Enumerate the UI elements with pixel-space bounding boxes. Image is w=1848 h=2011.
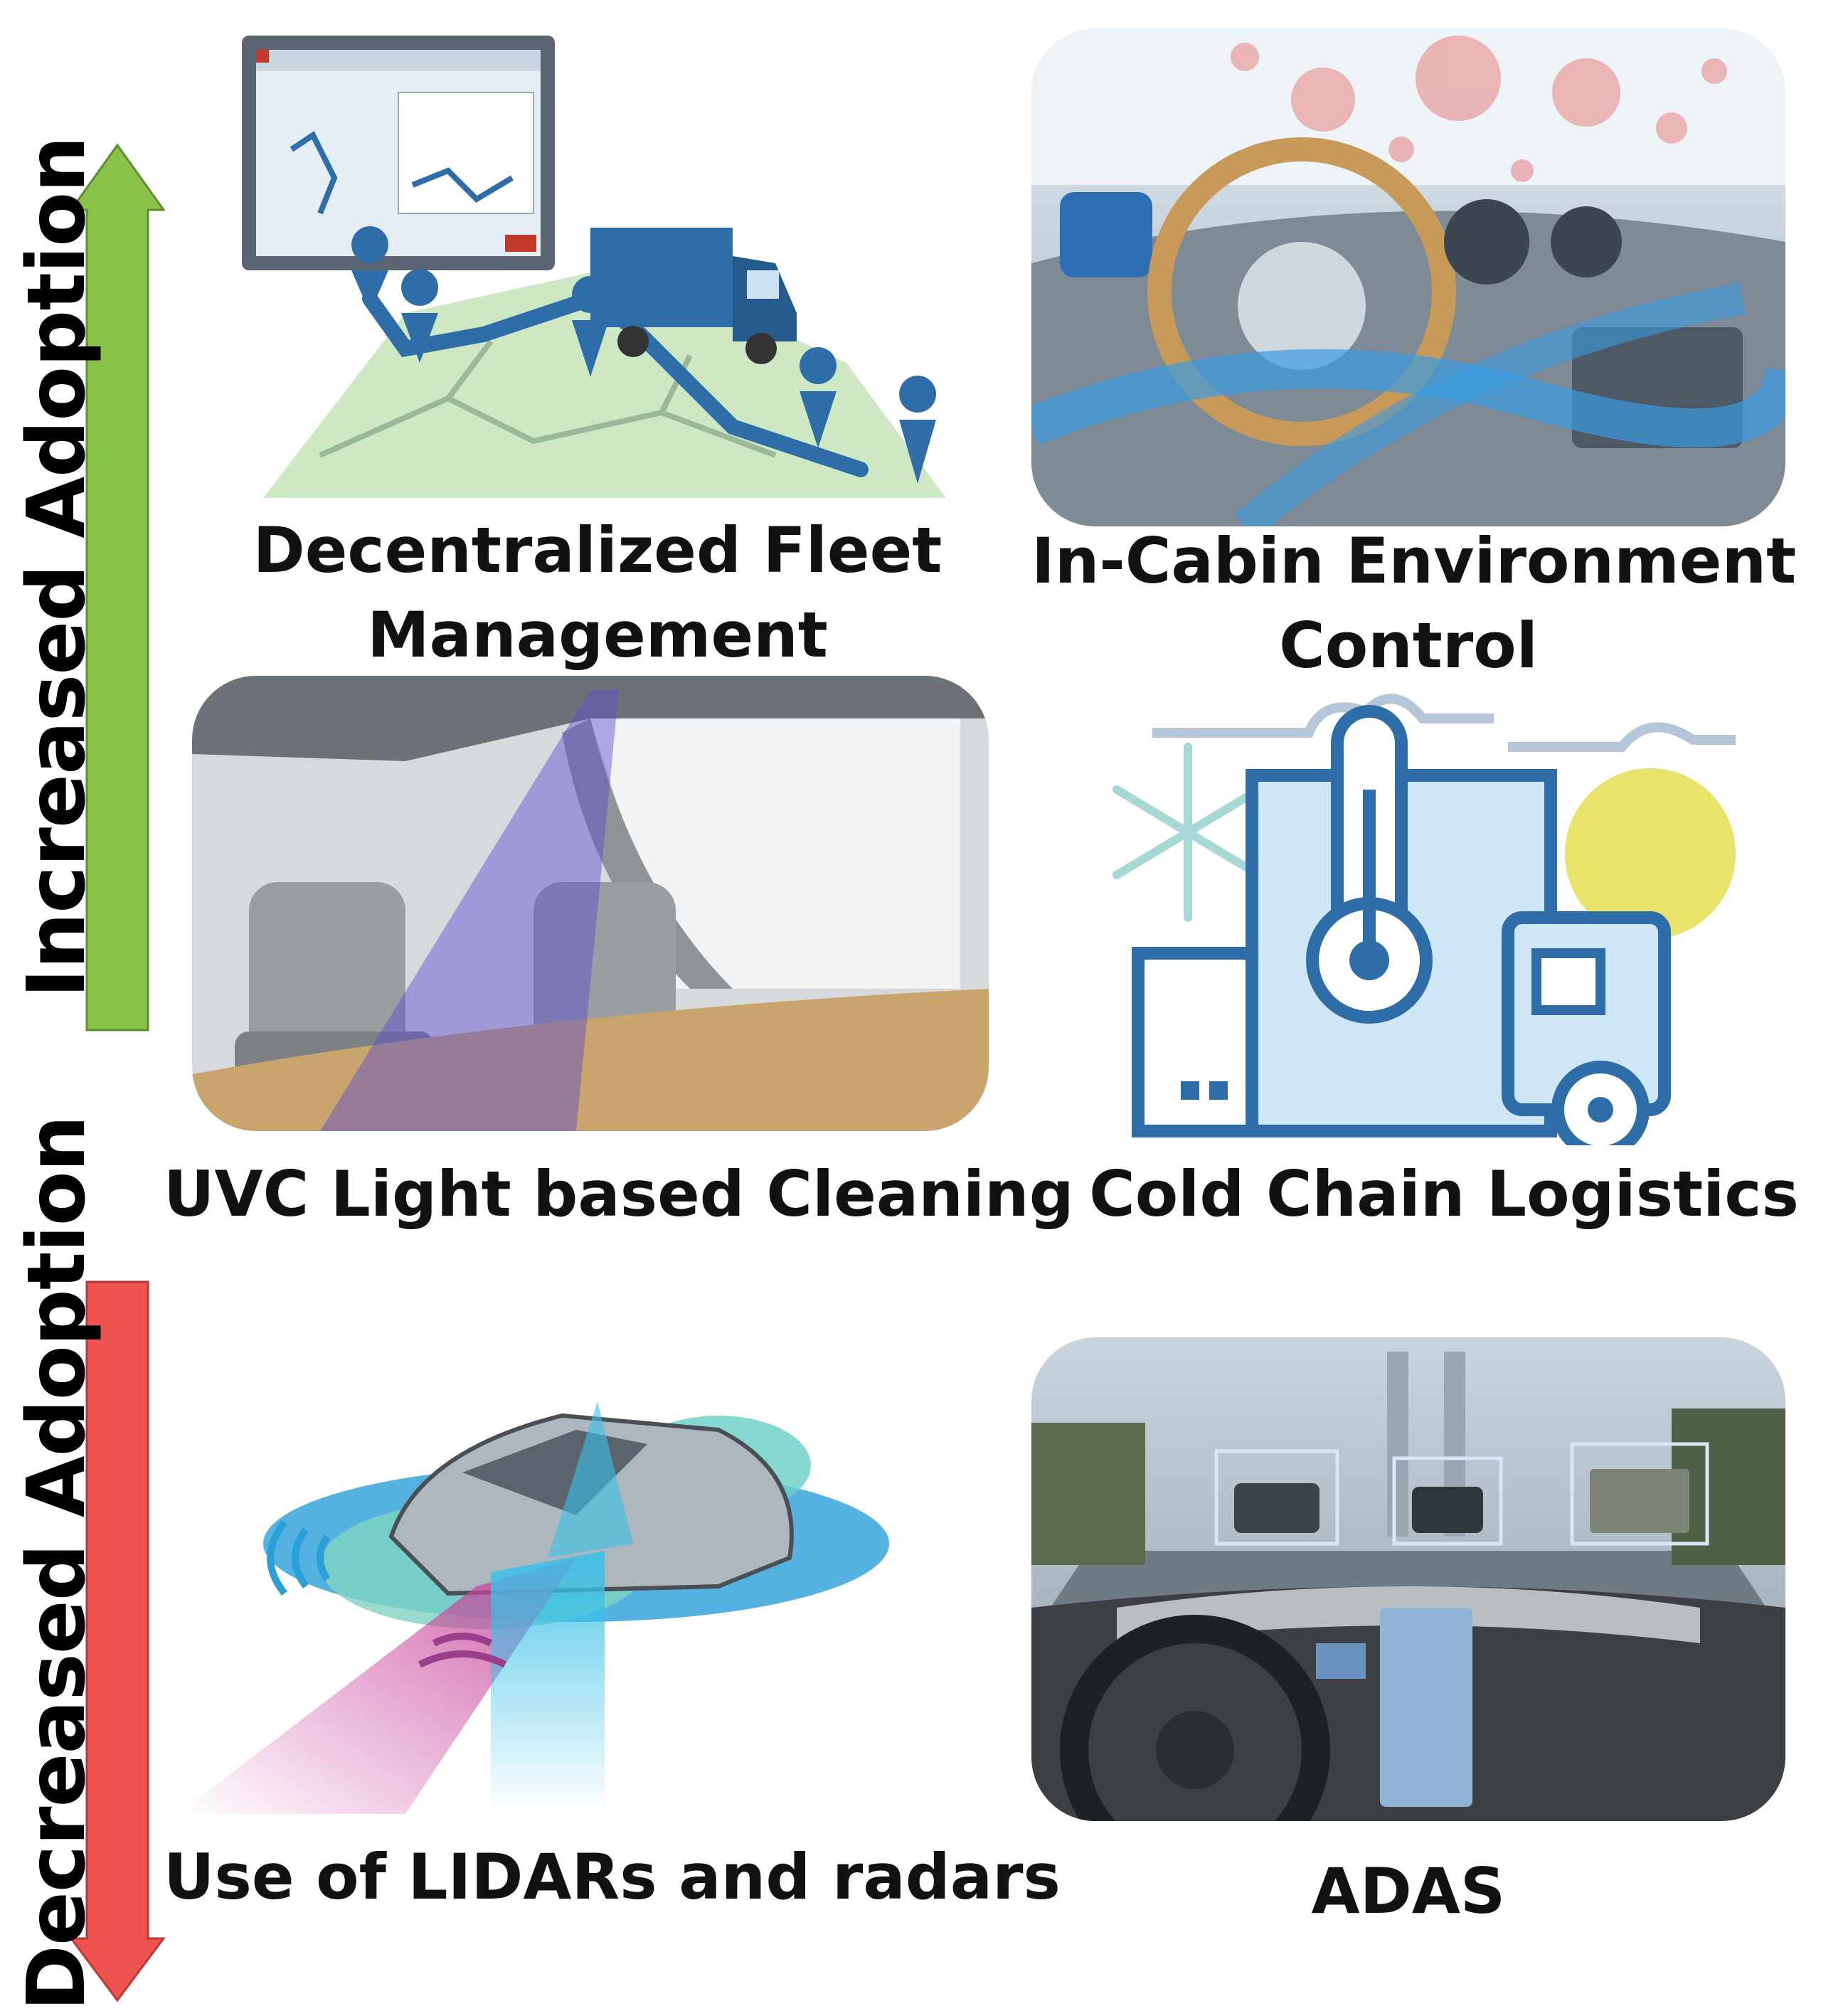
- cabin-caption-line2: Control: [1279, 608, 1538, 682]
- lidar-radar-tile: [178, 1373, 903, 1828]
- fleet-caption-line1: Decentralized Fleet: [253, 514, 942, 587]
- cabin-caption-line1: In-Cabin Environment: [1031, 524, 1797, 598]
- car-dashboard-airflow-icon: [1031, 28, 1785, 526]
- uvc-caption: UVC Light based Cleaning: [164, 1157, 1074, 1231]
- cold-chain-caption: Cold Chain Logistics: [1089, 1157, 1799, 1231]
- car-lidar-radar-icon: [178, 1401, 889, 1814]
- decreased-adoption-label: Decreased Adoption: [11, 1115, 103, 2011]
- fleet-management-tile: [235, 28, 960, 519]
- cold-chain-tile: [1110, 683, 1750, 1145]
- adas-dashboard-view-icon: [1031, 1337, 1785, 1821]
- adas-tile: [1031, 1337, 1785, 1821]
- fleet-map-truck-icon: [242, 36, 946, 498]
- increase-arrow-icon: [69, 143, 166, 1031]
- lidar-caption: Use of LIDARs and radars: [164, 1840, 1061, 1914]
- fleet-caption-line2: Management: [367, 598, 828, 672]
- adas-caption: ADAS: [1311, 1855, 1506, 1928]
- cabin-caption: In-Cabin Environment Control: [1031, 519, 1797, 689]
- cabin-environment-tile: [1031, 28, 1785, 526]
- fleet-caption: Decentralized Fleet Management: [235, 509, 960, 678]
- uvc-cleaning-tile: [192, 676, 989, 1131]
- increased-adoption-label: Increased Adoption: [11, 137, 103, 998]
- decrease-arrow-icon: [69, 1280, 166, 2002]
- refrigerated-truck-thermometer-icon: [1112, 694, 1736, 1145]
- uvc-car-interior-icon: [192, 676, 989, 1131]
